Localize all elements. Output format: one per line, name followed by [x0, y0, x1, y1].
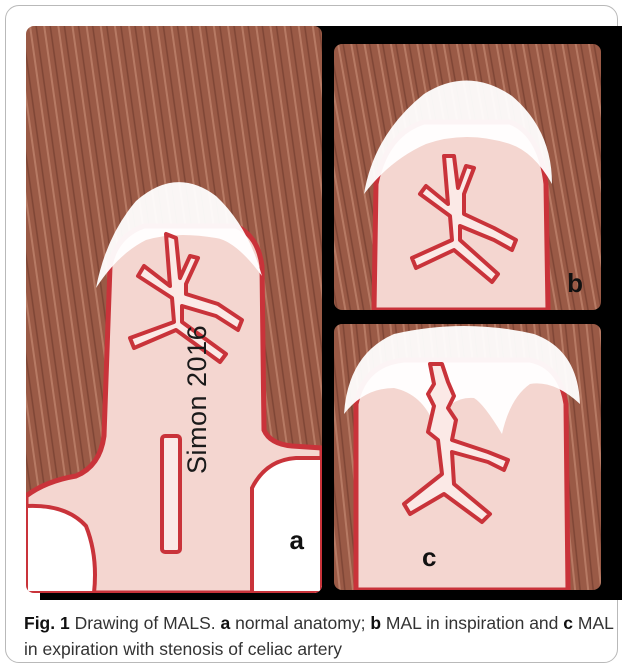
panel-c-expiration-stenosis: c [334, 324, 601, 590]
panel-a-normal-anatomy: a [26, 26, 322, 593]
figure-frame: a b [5, 5, 618, 663]
lower-right-void [252, 458, 322, 593]
panel-b-drawing [334, 44, 601, 310]
panel-c-drawing [334, 324, 601, 590]
panel-label-a: a [290, 527, 304, 553]
caption-a-text: normal anatomy; [235, 613, 365, 633]
caption-b-text: MAL in inspiration and [386, 613, 559, 633]
panel-label-b: b [567, 270, 583, 296]
artist-signature: Simon 2016 [182, 325, 213, 474]
panel-b-inspiration: b [334, 44, 601, 310]
panel-label-c: c [422, 544, 436, 570]
caption-fig-label: Fig. 1 [24, 613, 70, 633]
caption-b-letter: b [370, 613, 381, 633]
figure-caption: Fig. 1 Drawing of MALS. a normal anatomy… [24, 610, 614, 662]
sma-vessel [162, 436, 180, 552]
caption-title: Drawing of MALS. [75, 613, 216, 633]
panel-a-drawing [26, 26, 322, 593]
caption-c-letter: c [563, 613, 573, 633]
caption-a-letter: a [220, 613, 230, 633]
